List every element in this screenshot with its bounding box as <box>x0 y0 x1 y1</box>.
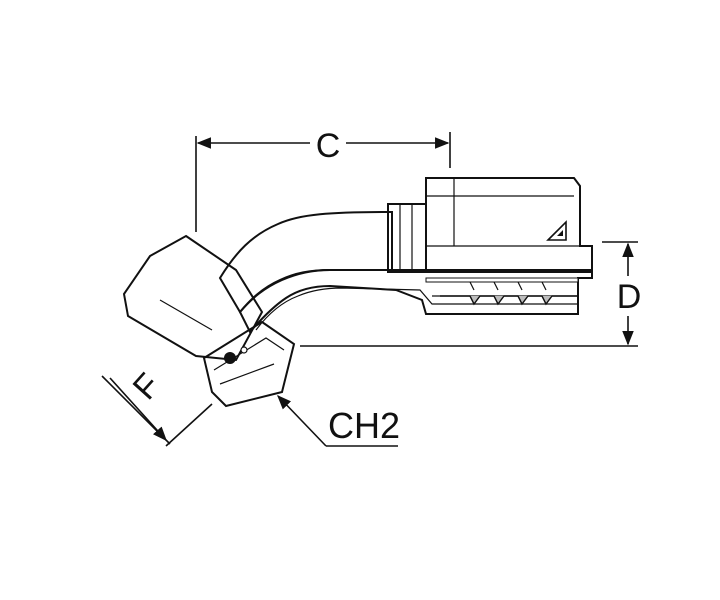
dimension-c-label: C <box>316 127 341 165</box>
triangle-logo-icon <box>546 220 567 241</box>
dimension-c: C <box>195 122 451 232</box>
o-ring <box>224 352 236 364</box>
dimension-f: F <box>101 366 213 447</box>
dimension-f-label: F <box>126 366 168 407</box>
barb-teeth <box>425 277 579 306</box>
bore <box>255 287 579 331</box>
callout-ch2-label: CH2 <box>328 405 400 446</box>
dimension-d: D <box>300 241 646 347</box>
swivel-nut <box>122 234 264 362</box>
nut-section <box>202 320 296 408</box>
fitting-body <box>122 177 593 408</box>
dimension-d-label: D <box>617 278 642 316</box>
callout-ch2: CH2 <box>277 394 400 447</box>
bent-tube <box>218 210 393 314</box>
ferrule-sleeve <box>425 177 593 273</box>
section-view <box>238 269 593 334</box>
collar <box>387 203 427 273</box>
